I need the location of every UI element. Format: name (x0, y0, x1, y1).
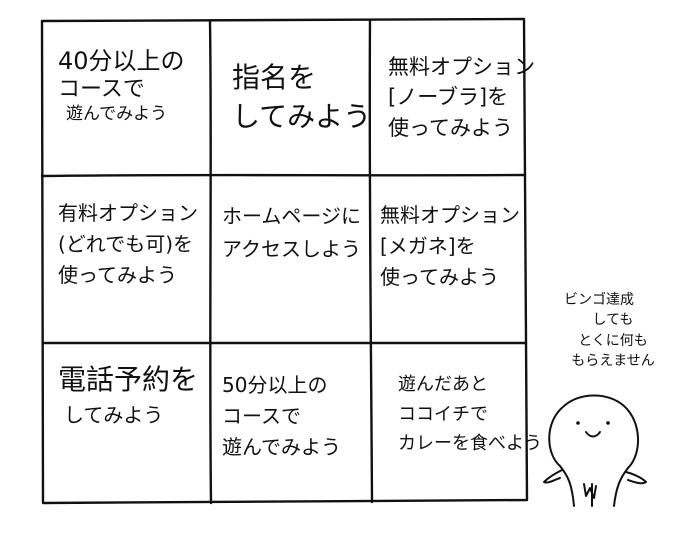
cell-6-line-2: [メガネ]を (380, 234, 476, 258)
grid-vline-2 (368, 18, 374, 504)
bingo-note: ビンゴ達成 しても とくに何も もらえません (548, 290, 678, 371)
note-line-3: とくに何も (578, 332, 648, 349)
cell-8-line-3: 遊んでみよう (222, 435, 341, 459)
cell-3-line-1: 無料オプション (388, 55, 535, 79)
bingo-cell-1: 40分以上の コースで 遊んでみよう (58, 46, 185, 125)
cell-4-line-2: (どれでも可)を (58, 232, 194, 256)
cell-4-line-3: 使ってみよう (58, 263, 177, 287)
cell-2-line-2: してみよう (232, 100, 372, 134)
cell-5-line-2: アクセスしよう (222, 237, 361, 261)
grid-hline-2 (41, 341, 528, 345)
bingo-cell-4: 有料オプション (どれでも可)を 使ってみよう (58, 198, 198, 291)
cell-9-line-1: 遊んだあと (398, 374, 488, 395)
cell-7-line-2: してみよう (64, 403, 164, 427)
cell-6-line-3: 使ってみよう (380, 265, 499, 289)
cell-5-line-1: ホームページに (222, 204, 361, 228)
note-line-1: ビンゴ達成 (564, 292, 634, 308)
bingo-cell-6: 無料オプション [メガネ]を 使ってみよう (380, 200, 520, 293)
cell-4-line-1: 有料オプション (58, 201, 198, 225)
bingo-cell-5: ホームページに アクセスしよう (222, 200, 361, 266)
cell-8-line-2: コースで (222, 404, 301, 428)
bingo-cell-2: 指名を してみよう (232, 58, 371, 136)
cell-1-line-1: 40分以上の (58, 47, 185, 75)
cell-2-line-1: 指名を (232, 61, 317, 94)
cell-3-line-2: [ノーブラ]を (388, 85, 509, 110)
note-line-4: もらえません (571, 352, 655, 369)
bingo-cell-8: 50分以上の コースで 遊んでみよう (222, 370, 341, 463)
bingo-cell-7: 電話予約を してみよう (58, 362, 198, 433)
note-line-2: しても (592, 312, 634, 329)
cell-1-line-2: コースで (58, 77, 145, 102)
round-smiling-mascot-icon (543, 394, 647, 507)
bingo-cell-9: 遊んだあと ココイチで カレーを食べよう (398, 370, 542, 459)
grid-vline-1 (208, 19, 213, 505)
cell-7-line-1: 電話予約を (58, 363, 199, 396)
cell-9-line-2: ココイチで (398, 403, 488, 425)
cell-9-line-3: カレーを食べよう (398, 433, 542, 455)
cell-3-line-3: 使ってみよう (388, 115, 513, 140)
cell-8-line-1: 50分以上の (222, 373, 328, 397)
grid-hline-1 (40, 173, 527, 178)
cell-6-line-1: 無料オプション (380, 203, 520, 227)
cell-1-line-3: 遊んでみよう (66, 103, 168, 124)
bingo-cell-3: 無料オプション [ノーブラ]を 使ってみよう (388, 52, 535, 143)
